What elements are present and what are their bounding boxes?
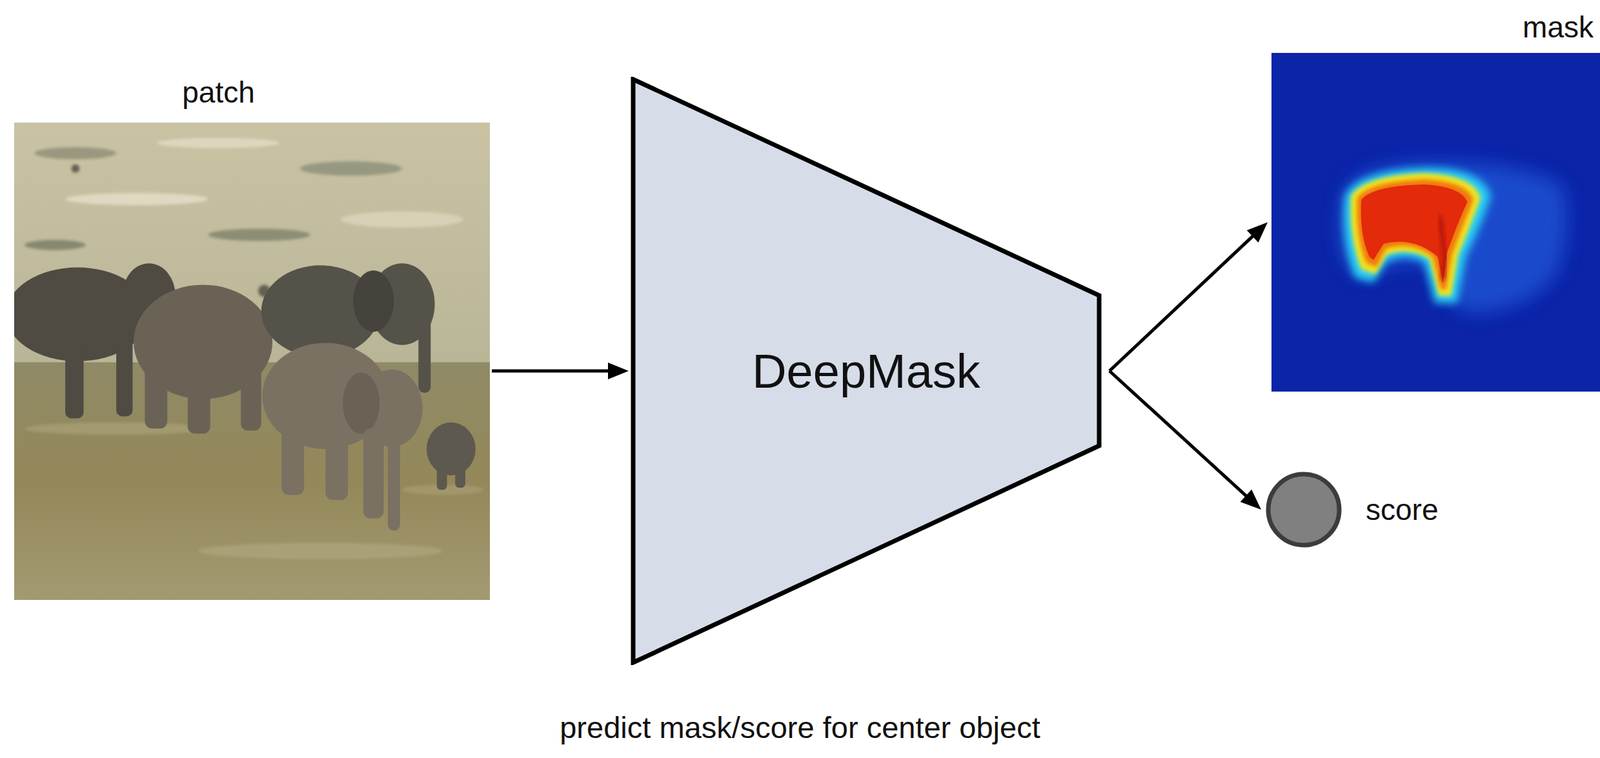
flow-arrow xyxy=(1109,371,1262,510)
arrow-head xyxy=(1246,222,1268,243)
mask-node: mask xyxy=(1271,10,1600,392)
mask-heatmap xyxy=(1271,52,1600,392)
node-label: DeepMask xyxy=(751,344,981,399)
patch-photo xyxy=(14,122,490,601)
network-node: DeepMask xyxy=(630,76,1102,666)
node-label: mask xyxy=(1271,10,1600,53)
score-circle xyxy=(1265,471,1343,549)
caption-text: predict mask/score for center object xyxy=(559,709,1041,746)
arrow-line xyxy=(1109,371,1248,498)
node-label: patch xyxy=(14,70,490,123)
flow-arrow xyxy=(491,362,629,380)
arrow-line xyxy=(1109,234,1255,372)
arrow-head xyxy=(607,362,629,380)
arrow-line xyxy=(491,369,611,374)
arrow-head xyxy=(1240,489,1262,510)
patch-node: patch xyxy=(14,70,490,601)
flow-arrow xyxy=(1109,222,1268,372)
score-node: score xyxy=(1265,471,1447,549)
caption-row: predict mask/score for center object xyxy=(0,709,1600,746)
node-label: score xyxy=(1365,492,1438,528)
